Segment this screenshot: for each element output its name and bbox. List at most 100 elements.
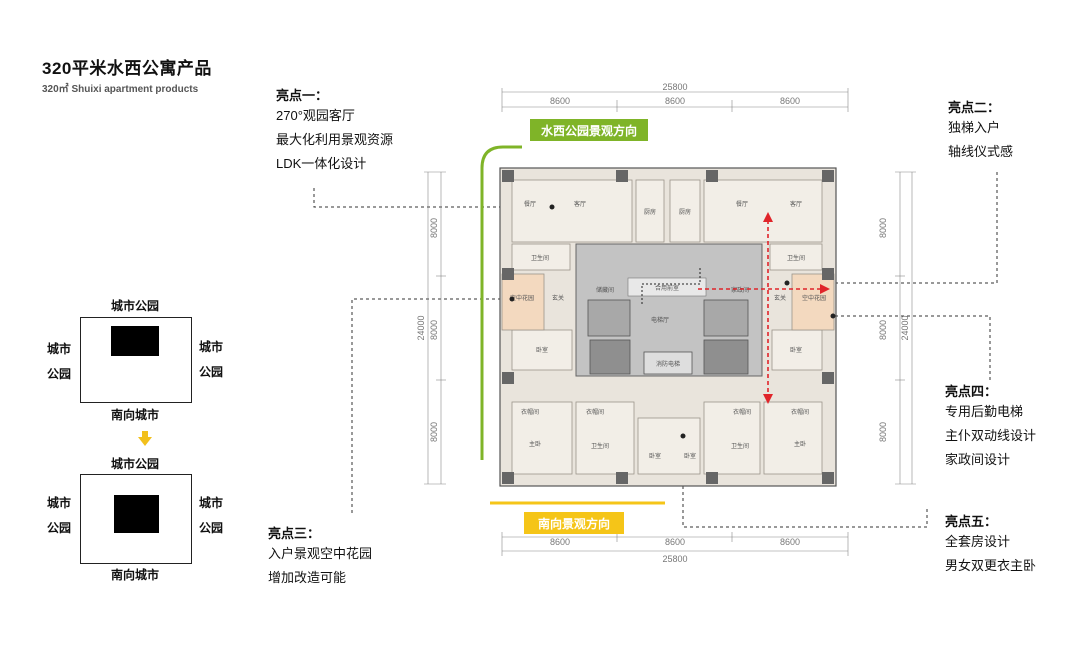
dimension-lines: [424, 88, 916, 556]
site2-building: [114, 495, 159, 533]
stair-east: [703, 339, 749, 375]
room-label: 卧室: [790, 346, 802, 354]
room-block: [575, 401, 635, 475]
elevator-lobby: [627, 277, 707, 297]
dim-top-1: 8600: [550, 96, 570, 106]
site1-right-label: 城市 公园: [194, 338, 228, 380]
room-block: [769, 243, 823, 271]
site2-left-line2: 公园: [46, 521, 71, 535]
site1-top-label: 城市公园: [110, 299, 159, 313]
highlight-1-head: 亮点一：: [276, 88, 329, 103]
arrow-down-icon-stem: [142, 431, 148, 437]
highlight-3-head: 亮点三：: [268, 526, 321, 541]
site2-right-line2: 公园: [198, 521, 223, 535]
dim-left-2: 8000: [429, 320, 439, 340]
dim-top-2: 8600: [665, 96, 685, 106]
highlight-2-line: 轴线仪式感: [948, 144, 1014, 159]
site1-building: [111, 326, 159, 356]
site2-top-label: 城市公园: [110, 457, 159, 471]
room-block: [703, 179, 823, 243]
service-route: [641, 266, 701, 304]
highlight-5: 亮点五： 全套房设计 男女双更衣主卧: [945, 511, 1036, 578]
room-label: 主卧: [529, 440, 541, 448]
highlight-1: 亮点一： 270°观园客厅 最大化利用景观资源 LDK一体化设计: [276, 85, 393, 176]
room-label: 家政间: [731, 286, 749, 294]
room-label: 卧室: [536, 346, 548, 354]
elevator-east: [703, 299, 749, 337]
arrow-right-icon: [820, 284, 830, 294]
room-label: 合用前室: [655, 284, 679, 292]
room-labels: 餐厅 客厅 厨房 厨房 餐厅 客厅 卫生间 卫生间 空中花园 空中花园 玄关 玄…: [510, 200, 826, 460]
site1-left-line2: 公园: [46, 367, 71, 381]
dim-bottom-3: 8600: [780, 537, 800, 547]
room-label: 衣帽间: [586, 408, 604, 416]
dim-bottom-total: 25800: [662, 554, 687, 564]
highlight-4: 亮点四： 专用后勤电梯 主仆双动线设计 家政间设计: [945, 381, 1036, 472]
site2-right-line1: 城市: [198, 496, 223, 510]
leader-line-2: [787, 172, 998, 284]
highlight-1-line: LDK一体化设计: [276, 156, 367, 171]
page-title: 320平米水西公寓产品: [42, 59, 212, 78]
highlight-4-line: 家政间设计: [945, 452, 1011, 467]
room-label: 客厅: [790, 200, 802, 208]
room-blocks: [511, 179, 823, 475]
south-view-tag: [524, 512, 624, 534]
room-label: 主卧: [794, 440, 806, 448]
room-block: [511, 179, 633, 243]
axis-arrowheads: [763, 212, 830, 404]
site2-plot: [80, 474, 192, 564]
highlight-2-head: 亮点二：: [948, 100, 1001, 115]
dim-left-3: 8000: [429, 422, 439, 442]
room-block: [511, 329, 573, 371]
dim-top-3: 8600: [780, 96, 800, 106]
highlight-4-line: 专用后勤电梯: [945, 404, 1024, 419]
highlight-1-line: 最大化利用景观资源: [276, 132, 394, 147]
dim-bottom-1: 8600: [550, 537, 570, 547]
highlight-2: 亮点二： 独梯入户 轴线仪式感: [948, 97, 1013, 164]
room-label: 衣帽间: [521, 408, 539, 416]
room-label: 玄关: [552, 294, 564, 302]
room-block: [771, 329, 823, 371]
site1-left-line1: 城市: [46, 342, 71, 356]
highlight-5-head: 亮点五：: [945, 514, 998, 529]
room-label: 空中花园: [802, 294, 826, 302]
page-subtitle: 320㎡ Shuixi apartment products: [42, 84, 199, 95]
room-label: 厨房: [644, 208, 656, 216]
room-label: 空中花园: [510, 294, 534, 302]
sky-garden-east: [791, 273, 835, 331]
room-label: 电梯厅: [651, 316, 669, 324]
room-label: 卫生间: [591, 442, 609, 450]
north-view-label: 水西公园景观方向: [541, 123, 637, 138]
north-view-tag: [530, 119, 648, 141]
site1-right-line1: 城市: [198, 340, 223, 354]
highlight-4-line: 主仆双动线设计: [945, 428, 1037, 443]
axis-arrows: [698, 220, 822, 396]
room-label: 厨房: [679, 208, 691, 216]
dim-right-total: 24000: [900, 315, 910, 340]
dim-left-total: 24000: [416, 315, 426, 340]
room-label: 客厅: [574, 200, 586, 208]
leader-line-4: [833, 315, 991, 380]
structural-columns: [502, 170, 834, 484]
arrow-down-icon: [138, 437, 152, 446]
room-label: 餐厅: [524, 200, 536, 208]
fire-elevator: [643, 351, 693, 375]
site2-left-label: 城市 公园: [42, 494, 76, 536]
room-label: 卫生间: [531, 254, 549, 262]
dim-right-1: 8000: [878, 218, 888, 238]
room-label: 卫生间: [787, 254, 805, 262]
north-view-line: [480, 145, 522, 460]
room-block: [511, 401, 573, 475]
highlight-5-line: 全套房设计: [945, 534, 1011, 549]
site1-right-line2: 公园: [198, 365, 223, 379]
highlight-3: 亮点三： 入户景观空中花园 增加改造可能: [268, 523, 372, 590]
highlight-3-line: 入户景观空中花园: [268, 546, 373, 561]
site1-bottom-label: 南向城市: [110, 408, 159, 422]
arrow-up-icon: [763, 212, 773, 222]
room-label: 储藏间: [596, 286, 614, 294]
room-block: [635, 179, 665, 243]
site2-bottom-label: 南向城市: [110, 568, 159, 582]
highlight-3-line: 增加改造可能: [268, 570, 347, 585]
room-block: [703, 401, 761, 475]
